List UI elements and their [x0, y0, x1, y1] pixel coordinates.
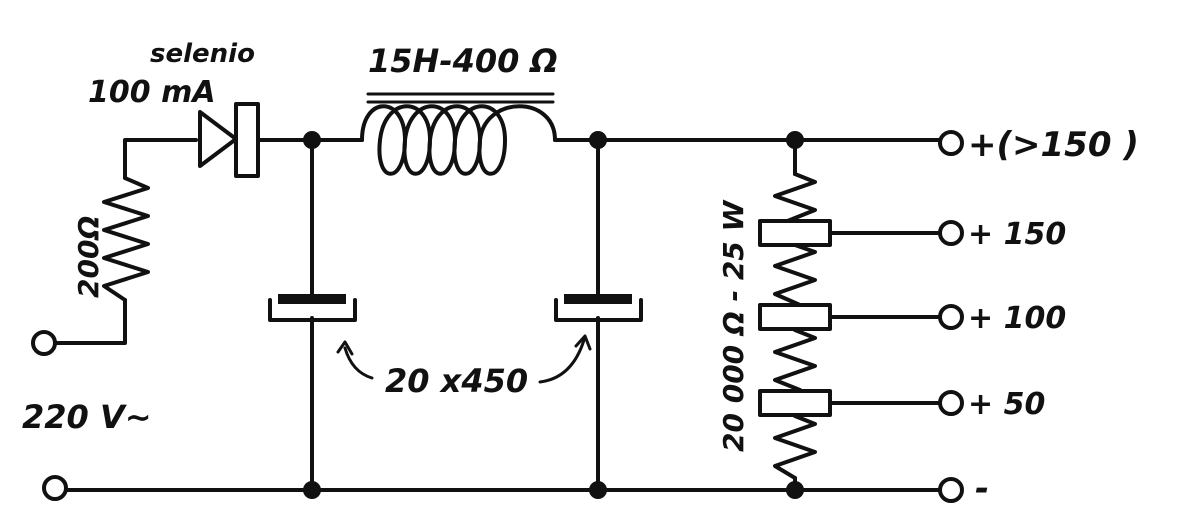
capacitor-value-label: 20 x450: [385, 362, 528, 400]
tap-slider-150[interactable]: [758, 219, 832, 247]
choke-label: 15H-400 Ω: [368, 42, 558, 80]
output-terminal-100[interactable]: [938, 304, 964, 330]
tap-slider-50[interactable]: [758, 389, 832, 417]
output-label-150: + 150: [968, 217, 1066, 252]
output-label-ground: -: [975, 469, 989, 509]
mains-input-label: 220 V∼: [22, 398, 152, 436]
input-resistor: [102, 176, 150, 302]
input-wire-upper: [123, 138, 198, 180]
output-terminal-top[interactable]: [938, 130, 964, 156]
input-resistor-label: 200Ω: [72, 216, 105, 298]
choke-inductor: [360, 92, 557, 176]
capacitor-pointer-arrows: [336, 334, 592, 384]
filter-capacitor-2: [554, 294, 643, 322]
output-terminal-150[interactable]: [938, 220, 964, 246]
tap-slider-100[interactable]: [758, 303, 832, 331]
output-label-top: +(>150 ): [968, 125, 1139, 165]
wiring: [44, 138, 942, 492]
divider-resistor-label: 20 000 Ω - 25 W: [717, 199, 750, 452]
junction-nodes: [303, 131, 804, 499]
input-terminal-neutral[interactable]: [42, 475, 68, 501]
rectifier-current-label: 100 mA: [88, 75, 216, 110]
filter-capacitor-1: [268, 294, 357, 322]
input-terminal-live[interactable]: [31, 330, 57, 356]
output-label-100: + 100: [968, 301, 1066, 336]
output-terminal-ground[interactable]: [938, 477, 964, 503]
selenium-rectifier: [198, 102, 260, 178]
output-label-50: + 50: [968, 387, 1045, 422]
voltage-divider-resistor: [758, 172, 832, 480]
rectifier-type-label: selenio: [150, 39, 255, 69]
output-terminal-50[interactable]: [938, 390, 964, 416]
input-wire: [44, 298, 127, 345]
